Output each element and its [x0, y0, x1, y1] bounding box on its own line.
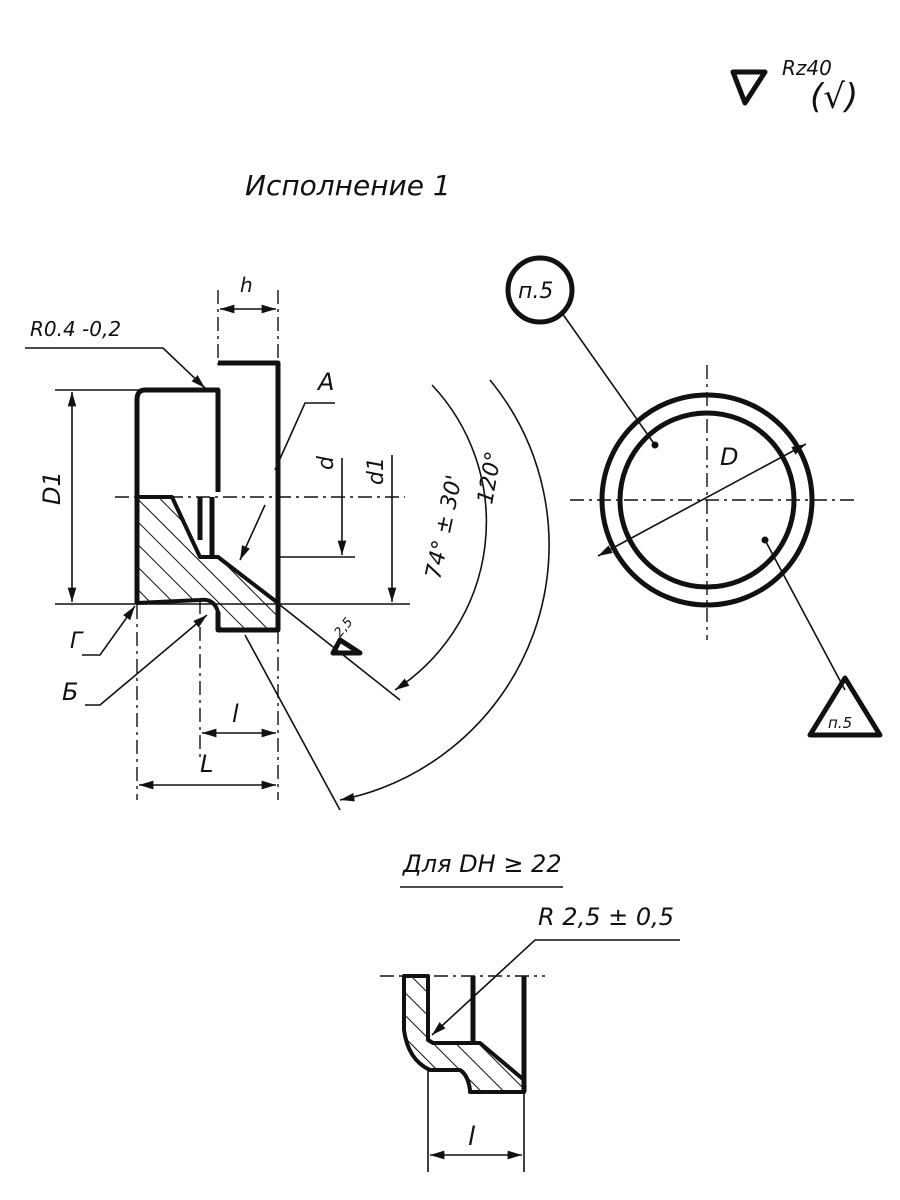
- section-view: D1 h R0.4 -0,2 A d d1 74° ± 30' 120° 2,5: [25, 273, 550, 811]
- detail-title: Для DH ≥ 22: [402, 850, 562, 878]
- triangle-label: п.5: [828, 714, 852, 732]
- L-label: L: [200, 750, 213, 778]
- d1-label: d1: [364, 457, 389, 485]
- G-label: Г: [70, 629, 84, 654]
- callout-label: п.5: [518, 279, 553, 304]
- angle-120-label: 120°: [473, 450, 507, 507]
- detail-radius-label: R 2,5 ± 0,5: [538, 903, 674, 931]
- surface-label: 2,5: [332, 615, 357, 640]
- h-label: h: [240, 273, 253, 297]
- end-view: D п.5 п.5: [505, 255, 883, 738]
- radius-label: R0.4 -0,2: [30, 317, 121, 341]
- roughness-label: Rz40: [782, 56, 832, 80]
- triangle-mark: [807, 675, 883, 738]
- l-label: l: [232, 700, 239, 728]
- detail-view: Для DH ≥ 22 R 2,5 ± 0,5 l: [380, 850, 680, 1172]
- angle-74-label: 74° ± 30': [421, 473, 467, 581]
- roughness-bracket: (√): [810, 77, 858, 117]
- detail-l-label: l: [468, 1122, 476, 1152]
- D-label: D: [720, 443, 738, 471]
- d-label: d: [314, 455, 339, 470]
- A-label: A: [316, 368, 334, 396]
- B-label: Б: [62, 678, 78, 706]
- roughness-symbol: Rz40 (√): [730, 56, 858, 117]
- D1-label: D1: [38, 471, 66, 505]
- callout-circle: [505, 255, 575, 325]
- variant-title: Исполнение 1: [245, 169, 451, 202]
